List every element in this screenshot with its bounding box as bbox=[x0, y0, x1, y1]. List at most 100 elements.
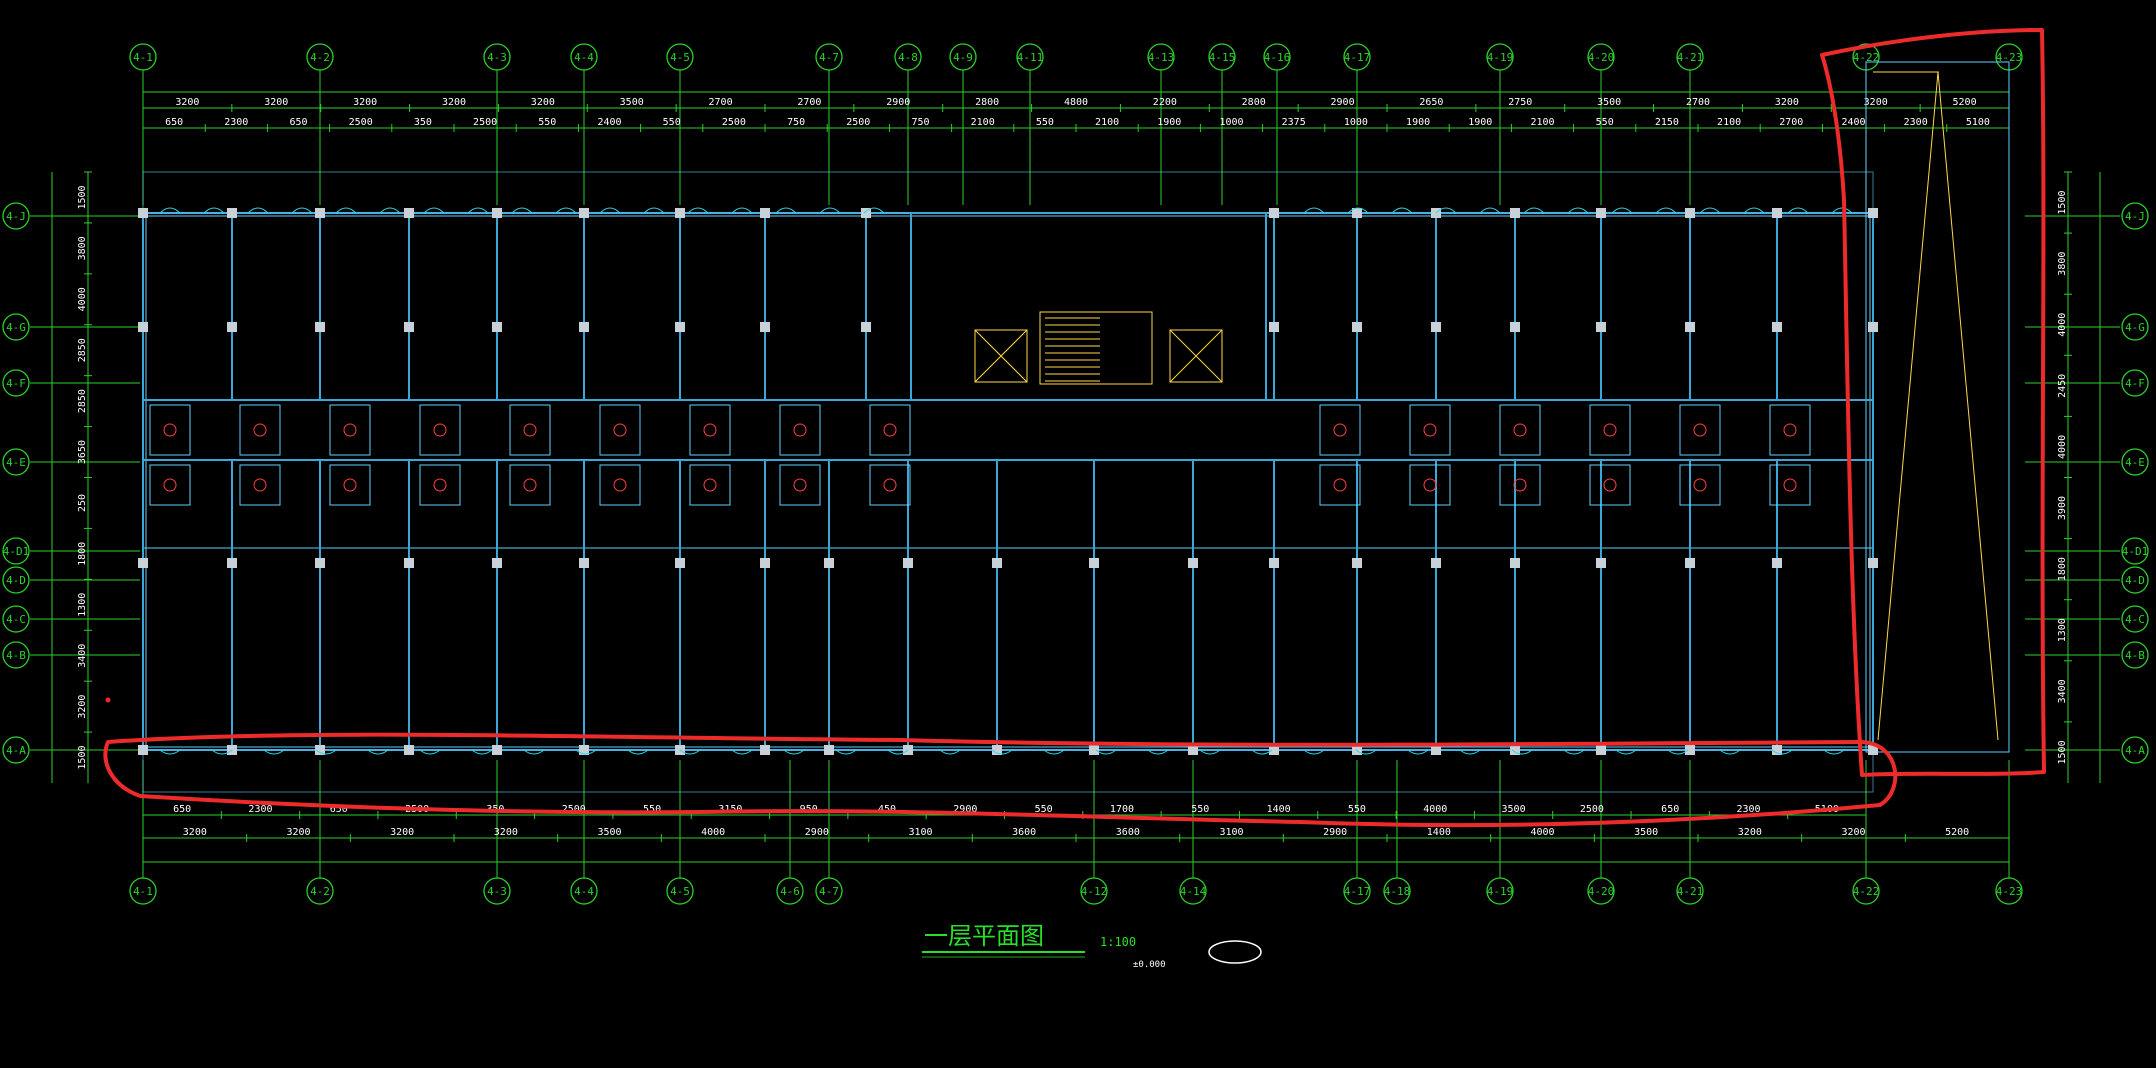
toilet-cubicle bbox=[1319, 464, 1361, 506]
dim-top-row2-value: 1900 bbox=[1406, 117, 1430, 128]
column bbox=[138, 745, 148, 755]
toilet-fixture bbox=[1603, 423, 1617, 437]
toilet-cubicle bbox=[419, 464, 461, 506]
door-swing-top bbox=[775, 207, 797, 214]
door-swing-bottom bbox=[627, 749, 649, 755]
axis-label-right: 4-G bbox=[2125, 321, 2145, 334]
door-swing-top bbox=[1743, 207, 1765, 214]
toilet-fixture bbox=[883, 478, 897, 492]
axis-bubble-top bbox=[815, 43, 843, 71]
red-markup bbox=[103, 28, 2046, 964]
column bbox=[1685, 558, 1695, 568]
door-swing-bottom bbox=[679, 749, 701, 755]
column bbox=[1772, 558, 1782, 568]
column bbox=[404, 745, 414, 755]
dim-top-row2-value: 350 bbox=[414, 117, 432, 128]
axis-bubble-right bbox=[2121, 202, 2149, 230]
toilet-cubicle bbox=[1499, 404, 1541, 456]
door-swing-bottom bbox=[1407, 749, 1429, 755]
axis-bubble-top bbox=[129, 43, 157, 71]
toilet-fixture bbox=[523, 478, 537, 492]
dim-top-row2-value: 2100 bbox=[1717, 117, 1741, 128]
axis-label-left: 4-A bbox=[6, 744, 26, 757]
stair-elevator-core bbox=[910, 212, 1267, 401]
column bbox=[861, 208, 871, 218]
toilet-cubicle bbox=[689, 464, 731, 506]
dim-bottom-row1-value: 2900 bbox=[953, 804, 977, 815]
toilet-fixture bbox=[343, 423, 357, 437]
markup-dot bbox=[105, 697, 111, 703]
toilet-fixture bbox=[1513, 423, 1527, 437]
dim-top-row1-value: 2700 bbox=[797, 97, 821, 108]
axis-bubble-bottom bbox=[776, 877, 804, 905]
axis-label-left: 4-F bbox=[6, 377, 26, 390]
toilet-cubicle bbox=[599, 464, 641, 506]
axis-label-top: 4-13 bbox=[1148, 51, 1175, 64]
dim-left-value: 3400 bbox=[77, 644, 88, 668]
column bbox=[675, 558, 685, 568]
dim-top-row1-value: 3200 bbox=[264, 97, 288, 108]
column bbox=[1685, 322, 1695, 332]
axis-bubble-top bbox=[1343, 43, 1371, 71]
door-swing-bottom bbox=[523, 749, 545, 755]
axis-label-bottom: 4-14 bbox=[1180, 885, 1207, 898]
dim-right-value: 3400 bbox=[2057, 679, 2068, 703]
column bbox=[1685, 208, 1695, 218]
dim-bottom-row1-value: 1400 bbox=[1267, 804, 1291, 815]
dim-bottom-row2-value: 1400 bbox=[1427, 827, 1451, 838]
dim-bottom-row1-value: 1700 bbox=[1110, 804, 1134, 815]
dim-bottom-row2-value: 3200 bbox=[390, 827, 414, 838]
dim-top-row2-value: 2300 bbox=[224, 117, 248, 128]
column bbox=[227, 208, 237, 218]
toilet-cubicle bbox=[1589, 404, 1631, 456]
axis-bubble-right bbox=[2121, 537, 2149, 565]
dim-bottom-row2-value: 3100 bbox=[1219, 827, 1243, 838]
dim-bottom-row2-value: 3200 bbox=[286, 827, 310, 838]
dim-bottom-row2-value: 4000 bbox=[1530, 827, 1554, 838]
dim-top-row1-value: 5200 bbox=[1953, 97, 1977, 108]
dim-top-row1-value: 3500 bbox=[620, 97, 644, 108]
axis-label-bottom: 4-22 bbox=[1853, 885, 1880, 898]
toilet-cubicle bbox=[329, 464, 371, 506]
column bbox=[824, 558, 834, 568]
toilet-fixture bbox=[253, 423, 267, 437]
toilet-cubicle bbox=[1679, 464, 1721, 506]
door-swing-top bbox=[731, 207, 753, 214]
column bbox=[1089, 558, 1099, 568]
dim-bottom-row1-value: 650 bbox=[1661, 804, 1679, 815]
axis-label-bottom: 4-20 bbox=[1588, 885, 1615, 898]
elevator-cross bbox=[1169, 329, 1223, 383]
toilet-cubicle bbox=[509, 404, 551, 456]
toilet-fixture bbox=[433, 478, 447, 492]
axis-bubble-top bbox=[570, 43, 598, 71]
dim-left-value: 2850 bbox=[77, 338, 88, 362]
elevator-shaft-right bbox=[1169, 329, 1223, 383]
dim-top-row1-value: 2200 bbox=[1153, 97, 1177, 108]
column bbox=[824, 745, 834, 755]
axis-label-bottom: 4-12 bbox=[1081, 885, 1108, 898]
column bbox=[227, 322, 237, 332]
axis-label-top: 4-7 bbox=[819, 51, 839, 64]
door-swing-top bbox=[379, 207, 401, 214]
toilet-fixture bbox=[163, 423, 177, 437]
dim-top-row1-value: 2800 bbox=[975, 97, 999, 108]
dim-top-row1-value: 3200 bbox=[1864, 97, 1888, 108]
dim-right-value: 3900 bbox=[2057, 496, 2068, 520]
toilet-fixture bbox=[163, 478, 177, 492]
dim-top-row2-value: 2500 bbox=[349, 117, 373, 128]
axis-bubble-top bbox=[1676, 43, 1704, 71]
axis-bubble-top bbox=[1208, 43, 1236, 71]
door-swing-bottom bbox=[1719, 749, 1741, 755]
door-swing-top bbox=[1787, 207, 1809, 214]
dim-top-row2-value: 2400 bbox=[597, 117, 621, 128]
dim-left-value: 1300 bbox=[77, 593, 88, 617]
column bbox=[1868, 208, 1878, 218]
axis-label-right: 4-D1 bbox=[2122, 545, 2149, 558]
axis-label-right: 4-C bbox=[2125, 613, 2145, 626]
column bbox=[1772, 745, 1782, 755]
axis-label-bottom: 4-21 bbox=[1677, 885, 1704, 898]
dim-bottom-row2-value: 3200 bbox=[1738, 827, 1762, 838]
door-swing-bottom bbox=[1823, 749, 1845, 755]
column bbox=[760, 208, 770, 218]
drawing-title: 一层平面图 bbox=[924, 922, 1044, 950]
